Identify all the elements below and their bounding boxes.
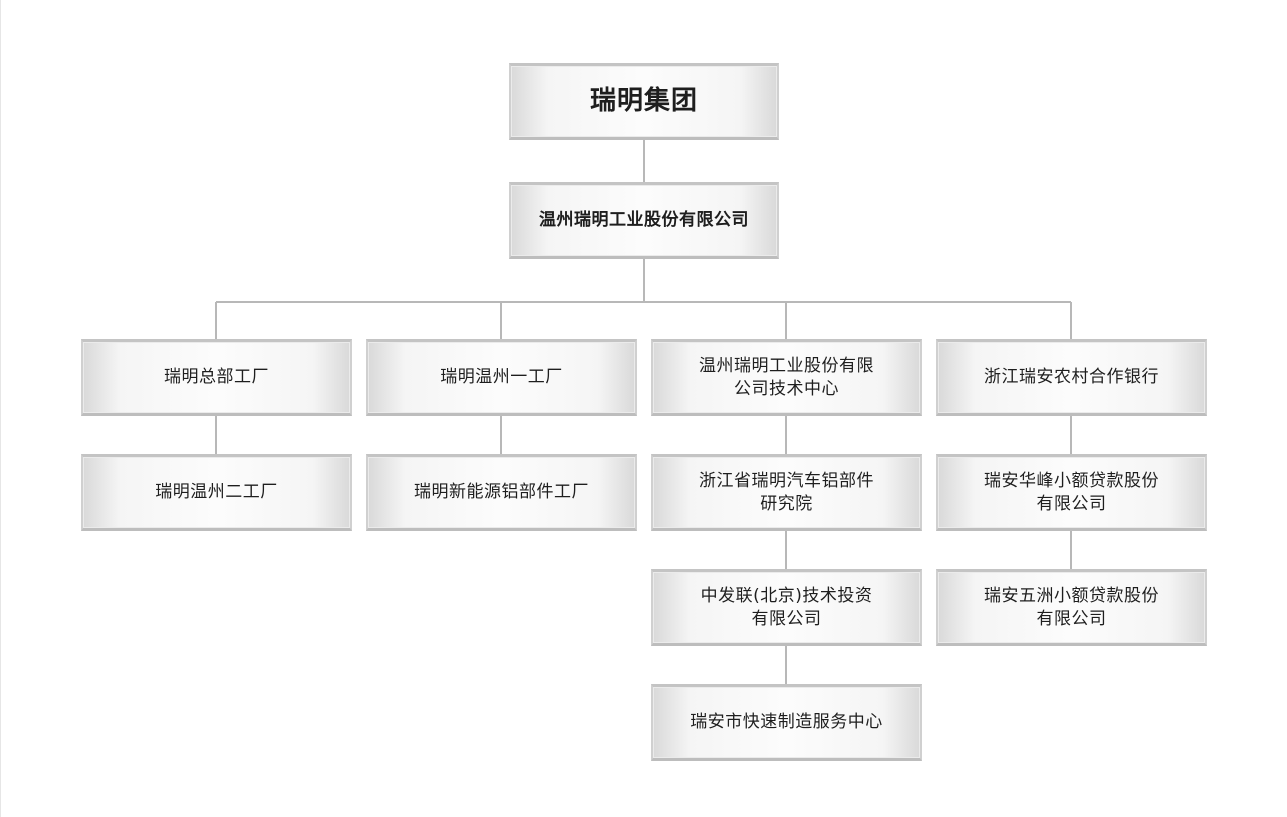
node-aluminum-research-institute: 浙江省瑞明汽车铝部件 研究院 xyxy=(651,454,922,531)
node-label: 瑞明温州二工厂 xyxy=(155,482,278,502)
node-rural-cooperative-bank: 浙江瑞安农村合作银行 xyxy=(936,339,1207,416)
node-label: 瑞安五洲小额贷款股份 有限公司 xyxy=(984,585,1159,629)
node-wenzhou-factory-1: 瑞明温州一工厂 xyxy=(366,339,637,416)
node-wenzhou-factory-2: 瑞明温州二工厂 xyxy=(81,454,352,531)
node-label: 瑞明总部工厂 xyxy=(164,367,269,387)
node-huafeng-microcredit: 瑞安华峰小额贷款股份 有限公司 xyxy=(936,454,1207,531)
node-label: 中发联(北京)技术投资 有限公司 xyxy=(700,585,873,629)
node-label: 瑞明温州一工厂 xyxy=(440,367,563,387)
node-label: 浙江省瑞明汽车铝部件 研究院 xyxy=(699,470,874,514)
node-label: 瑞明集团 xyxy=(589,86,698,116)
node-label: 瑞明新能源铝部件工厂 xyxy=(414,482,589,502)
node-ruiming-group: 瑞明集团 xyxy=(509,63,779,140)
node-zhongfalian-investment: 中发联(北京)技术投资 有限公司 xyxy=(651,569,922,646)
node-label: 温州瑞明工业股份有限公司 xyxy=(539,210,749,230)
node-rapid-manufacturing-center: 瑞安市快速制造服务中心 xyxy=(651,684,922,761)
node-label: 浙江瑞安农村合作银行 xyxy=(984,367,1159,387)
node-technology-center: 温州瑞明工业股份有限 公司技术中心 xyxy=(651,339,922,416)
node-wenzhou-ruiming-industry: 温州瑞明工业股份有限公司 xyxy=(509,182,779,259)
node-label: 瑞安华峰小额贷款股份 有限公司 xyxy=(984,470,1159,514)
node-label: 温州瑞明工业股份有限 公司技术中心 xyxy=(699,355,874,399)
node-label: 瑞安市快速制造服务中心 xyxy=(690,712,883,732)
node-wuzhou-microcredit: 瑞安五洲小额贷款股份 有限公司 xyxy=(936,569,1207,646)
node-headquarters-factory: 瑞明总部工厂 xyxy=(81,339,352,416)
node-new-energy-aluminum-factory: 瑞明新能源铝部件工厂 xyxy=(366,454,637,531)
